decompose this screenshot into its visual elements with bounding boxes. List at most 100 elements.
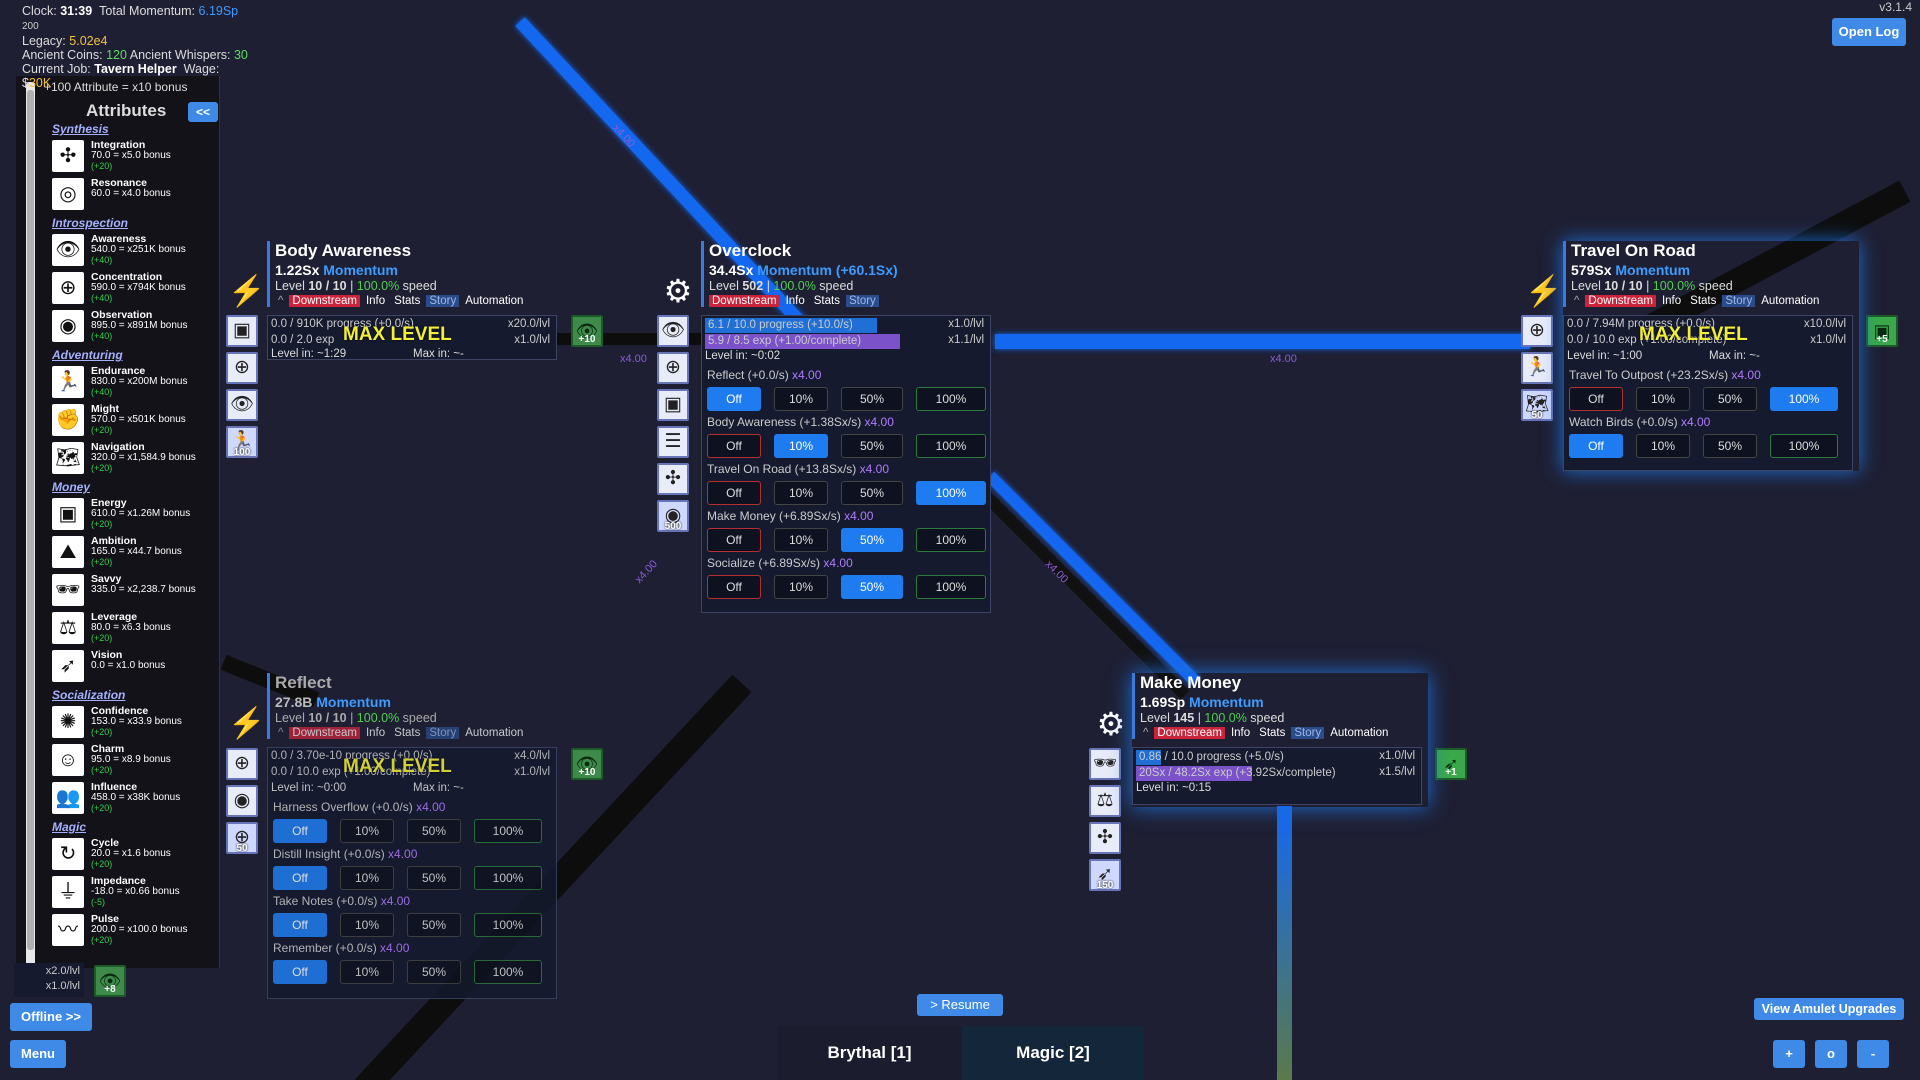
tab-story[interactable]: Story — [845, 295, 879, 307]
automation-option-10pct[interactable]: 10% — [774, 481, 828, 505]
automation-option-50pct[interactable]: 50% — [407, 913, 461, 937]
tab-stats[interactable]: Stats — [1259, 727, 1286, 739]
automation-option-100pct[interactable]: 100% — [474, 960, 542, 984]
automation-option-10pct[interactable]: 10% — [340, 960, 394, 984]
automation-option-10pct[interactable]: 10% — [1636, 387, 1690, 411]
resume-button[interactable]: > Resume — [917, 994, 1003, 1016]
automation-option-100pct[interactable]: 100% — [474, 819, 542, 843]
automation-option-10pct[interactable]: 10% — [774, 434, 828, 458]
automation-option-50pct[interactable]: 50% — [841, 434, 903, 458]
automation-option-100pct[interactable]: 100% — [474, 913, 542, 937]
automation-option-10pct[interactable]: 10% — [774, 528, 828, 552]
menu-button[interactable]: Menu — [10, 1040, 66, 1068]
tab-stats[interactable]: Stats — [813, 295, 840, 307]
automation-option-off[interactable]: Off — [273, 913, 327, 937]
automation-option-10pct[interactable]: 10% — [340, 913, 394, 937]
automation-option-off[interactable]: Off — [707, 481, 761, 505]
automation-option-10pct[interactable]: 10% — [340, 866, 394, 890]
automation-option-50pct[interactable]: 50% — [841, 481, 903, 505]
automation-option-50pct[interactable]: 50% — [407, 819, 461, 843]
open-log-button[interactable]: Open Log — [1832, 18, 1906, 46]
automation-option-100pct[interactable]: 100% — [916, 575, 986, 599]
tab-info[interactable]: Info — [1661, 295, 1682, 307]
tab-story[interactable]: Story — [1291, 727, 1325, 739]
tab-stats[interactable]: Stats — [394, 295, 421, 307]
automation-option-50pct[interactable]: 50% — [841, 387, 903, 411]
tab-magic[interactable]: Magic [2] — [962, 1026, 1144, 1080]
automation-option-50pct[interactable]: 50% — [407, 866, 461, 890]
automation-option-50pct[interactable]: 50% — [1703, 434, 1757, 458]
tab-story[interactable]: Story — [426, 295, 460, 307]
node-reflect[interactable]: Reflect 27.8B Momentum Level 10 / 10 | 1… — [267, 673, 563, 999]
zoom-in-button[interactable]: + — [1773, 1040, 1805, 1068]
automation-option-off[interactable]: Off — [1569, 387, 1623, 411]
lightning-icon[interactable]: ⚡ — [228, 275, 266, 308]
node-travel-on-road[interactable]: Travel On Road 579Sx Momentum Level 10 /… — [1563, 241, 1859, 471]
automation-option-50pct[interactable]: 50% — [841, 528, 903, 552]
tab-story[interactable]: Story — [1722, 295, 1756, 307]
automation-option-off[interactable]: Off — [273, 819, 327, 843]
tab-automation[interactable]: Automation — [465, 727, 524, 739]
automation-option-50pct[interactable]: 50% — [407, 960, 461, 984]
gear-icon[interactable]: ⚙ — [663, 273, 693, 309]
sidebar-scrollbar[interactable] — [26, 82, 35, 966]
automation-option-off[interactable]: Off — [707, 528, 761, 552]
automation-option-off[interactable]: Off — [707, 575, 761, 599]
automation-option-100pct[interactable]: 100% — [916, 434, 986, 458]
node-make-money[interactable]: Make Money 1.69Sp Momentum Level 145 | 1… — [1132, 673, 1428, 807]
eye-upgrade-icon[interactable]: 👁+10 — [571, 315, 603, 347]
eye-upgrade-icon[interactable]: 👁+8 — [94, 965, 126, 997]
tab-info[interactable]: Info — [1230, 727, 1251, 739]
lightning-icon[interactable]: ⚡ — [228, 707, 266, 740]
tab-info[interactable]: Info — [785, 295, 805, 307]
attribute-row[interactable]: ⏚Impedance-18.0 = x0.66 bonus(-5) — [52, 874, 218, 910]
offline-button[interactable]: Offline >> — [10, 1003, 92, 1031]
tab-automation[interactable]: Automation — [1761, 295, 1820, 307]
automation-option-100pct[interactable]: 100% — [916, 387, 986, 411]
view-amulet-upgrades-button[interactable]: View Amulet Upgrades — [1754, 998, 1904, 1020]
collapse-sidebar-button[interactable]: << — [188, 102, 218, 122]
tab-downstream[interactable]: Downstream — [1154, 727, 1225, 739]
automation-option-100pct[interactable]: 100% — [916, 481, 986, 505]
automation-option-10pct[interactable]: 10% — [1636, 434, 1690, 458]
automation-option-100pct[interactable]: 100% — [474, 866, 542, 890]
tab-automation[interactable]: Automation — [1330, 727, 1389, 739]
zoom-out-button[interactable]: - — [1857, 1040, 1889, 1068]
collapse-caret[interactable]: ^ — [278, 727, 284, 739]
automation-option-off[interactable]: Off — [273, 960, 327, 984]
tab-info[interactable]: Info — [365, 727, 386, 739]
lightning-icon[interactable]: ⚡ — [1525, 275, 1563, 308]
node-overclock[interactable]: Overclock 34.4Sx Momentum (+60.1Sx) Leve… — [701, 241, 997, 613]
tab-automation[interactable]: Automation — [465, 295, 524, 307]
tab-info[interactable]: Info — [365, 295, 386, 307]
automation-option-10pct[interactable]: 10% — [774, 575, 828, 599]
tab-downstream[interactable]: Downstream — [1585, 295, 1656, 307]
eye-upgrade-icon[interactable]: 👁+10 — [571, 748, 603, 780]
tab-downstream[interactable]: Downstream — [289, 727, 360, 739]
collapse-caret[interactable]: ^ — [1143, 727, 1149, 739]
energy-upgrade-icon[interactable]: ▣+5 — [1866, 315, 1898, 347]
tab-stats[interactable]: Stats — [394, 727, 421, 739]
tab-downstream[interactable]: Downstream — [709, 295, 780, 307]
automation-option-10pct[interactable]: 10% — [340, 819, 394, 843]
vision-upgrade-icon[interactable]: ➶+1 — [1435, 748, 1467, 780]
automation-option-10pct[interactable]: 10% — [774, 387, 828, 411]
zoom-reset-button[interactable]: o — [1815, 1040, 1847, 1068]
tab-stats[interactable]: Stats — [1690, 295, 1717, 307]
automation-option-off[interactable]: Off — [273, 866, 327, 890]
automation-option-off[interactable]: Off — [707, 434, 761, 458]
